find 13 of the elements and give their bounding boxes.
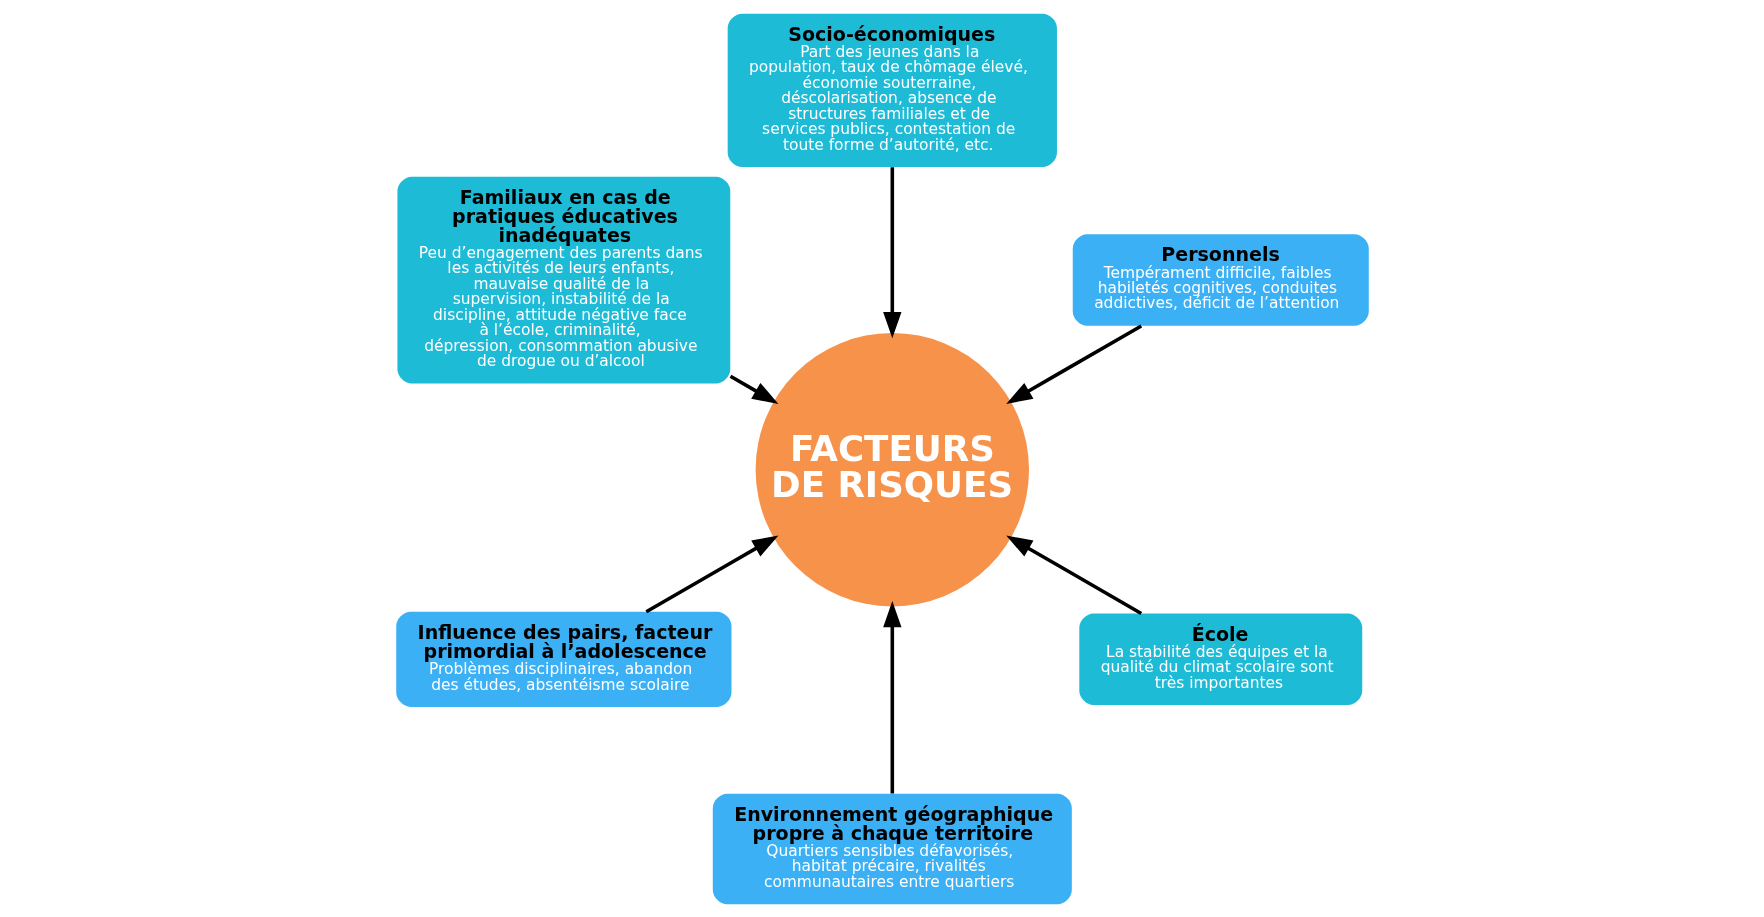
node-box: Influence des pairs, facteur primordial à l’adolescence Problèmes disciplinaires, abandon des études, absentéisme scolaire [395,611,731,707]
node-box: Environnement géographique propre à chaque territoire Quartiers sensibles défavorisés, habitat précaire, rivalités communautaires entre quartiers [712,793,1072,904]
node-box: Familiaux en cas de pratiques éducatives inadéquates Peu d’engagement des parents dans les activités de leurs enfants, mauvaise qualité de la supervision, instabilité de la discipline, attitude négative face à l’école, criminalité, dépression, consommation abusive de drogue ou d’alcool [396,176,730,383]
arrow [1005,534,1142,615]
arrow [1005,323,1142,404]
node-box: École La stabilité des équipes et la qualité du climat scolaire sont très importantes [1078,613,1362,705]
arrow [644,534,778,613]
node-circle: FACTEURS DE RISQUES [755,332,1029,606]
node-box: Personnels Tempérament difficile, faibles habiletés cognitives, conduites addictives, déficit de l’attention [1072,233,1369,326]
node-box: Socio-économiques Part des jeunes dans la population, taux de chômage élevé, économie souterraine, déscolarisation, absence de structures familiales et de services publics, contestation de toute forme d’autorité, etc. [727,13,1057,167]
arrow [882,166,901,338]
arrow [882,600,901,793]
arrow [729,374,778,404]
